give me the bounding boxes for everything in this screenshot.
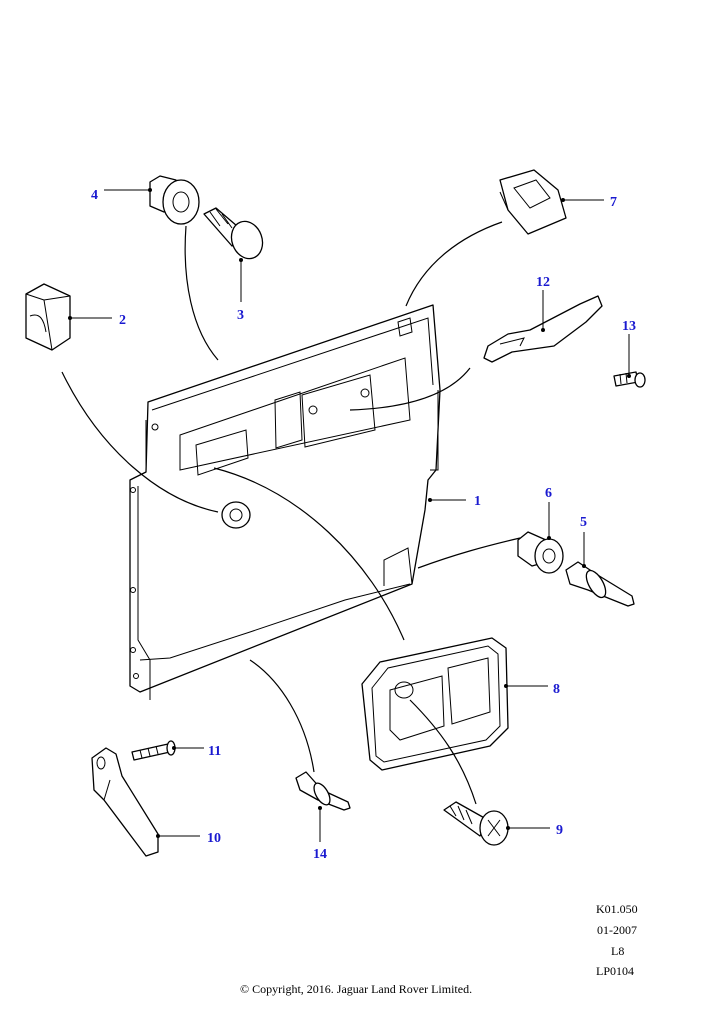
bush-small [517, 531, 564, 574]
callout-8: 8 [553, 682, 560, 697]
panel-grommet [221, 501, 251, 529]
callout-14: 14 [313, 847, 327, 862]
callout-4: 4 [91, 188, 98, 203]
diagram-level: L8 [611, 944, 625, 958]
bracket-screw [131, 740, 176, 761]
callout-11: 11 [208, 744, 221, 759]
diagram-date: 01-2007 [597, 923, 637, 937]
bracket [91, 747, 159, 857]
clip-block [25, 283, 71, 351]
push-pin [565, 561, 635, 607]
callout-6: 6 [545, 486, 552, 501]
diagram-ref: LP0104 [596, 964, 635, 978]
diagram-code: K01.050 [596, 902, 638, 916]
assembly-guide-lines [61, 221, 521, 805]
callout-1: 1 [474, 494, 481, 509]
push-stud [295, 771, 351, 811]
callout-12: 12 [536, 275, 550, 290]
callout-5: 5 [580, 515, 587, 530]
screw [443, 801, 509, 846]
trim-fastener [203, 207, 264, 260]
callout-9: 9 [556, 823, 563, 838]
lock-bezel [499, 169, 567, 235]
callout-labels: 1 2 3 4 5 6 7 8 9 10 11 12 13 14 [91, 188, 636, 862]
copyright: © Copyright, 2016. Jaguar Land Rover Lim… [240, 982, 473, 996]
callout-13: 13 [622, 319, 636, 334]
callout-2: 2 [119, 313, 126, 328]
callout-10: 10 [207, 831, 221, 846]
door-trim-panel [129, 304, 441, 700]
callout-3: 3 [237, 308, 244, 323]
bush [149, 175, 200, 225]
handle-surround [361, 637, 509, 771]
leader-lines [68, 188, 631, 842]
callout-7: 7 [610, 195, 617, 210]
